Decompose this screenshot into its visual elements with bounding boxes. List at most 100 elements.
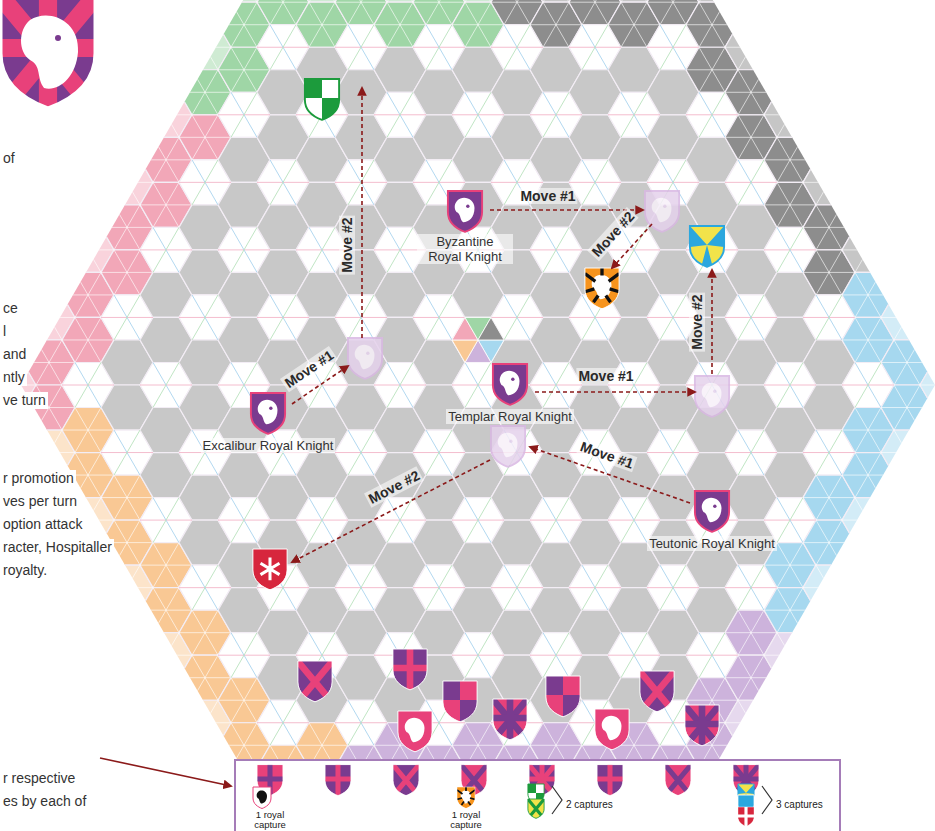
shield-piece xyxy=(348,338,382,379)
cell-triangles xyxy=(881,295,933,340)
triangle-line xyxy=(621,227,647,272)
cell-triangles xyxy=(764,137,816,182)
triangle-line xyxy=(348,565,374,610)
board-drawing xyxy=(441,679,479,725)
triangle-line xyxy=(465,92,491,137)
cell-triangles xyxy=(725,700,777,745)
cell-triangles xyxy=(62,362,114,407)
board-drawing xyxy=(695,491,729,532)
board-drawing xyxy=(527,798,545,820)
triangle-line xyxy=(153,633,179,678)
cell-triangles xyxy=(413,0,465,25)
board-drawing xyxy=(690,226,724,267)
triangle-line xyxy=(114,250,140,295)
triangle-line xyxy=(348,430,374,475)
triangle-line xyxy=(465,633,491,678)
board-drawing xyxy=(457,787,475,809)
cell-triangles xyxy=(764,362,816,407)
triangle-line xyxy=(114,160,140,205)
cell-triangles xyxy=(140,633,192,678)
triangle-line xyxy=(738,610,764,655)
cell-triangles xyxy=(803,205,855,250)
board-drawing xyxy=(585,268,619,309)
triangle-line xyxy=(777,588,803,633)
triangle-line xyxy=(270,160,296,205)
triangle-line xyxy=(153,137,179,182)
triangle-line xyxy=(231,2,257,47)
triangle-line xyxy=(309,2,335,47)
cell-triangles xyxy=(725,655,777,700)
board-drawing xyxy=(253,549,287,590)
triangle-line xyxy=(543,227,569,272)
triangle-line xyxy=(621,0,647,2)
board-drawing xyxy=(702,498,722,523)
triangle-line xyxy=(101,182,153,183)
move-arrow xyxy=(361,88,363,338)
cell-triangles xyxy=(647,430,699,475)
cell-triangles xyxy=(257,0,309,25)
capture-label: 1 royal capture xyxy=(443,810,489,830)
triangle-line xyxy=(816,430,842,475)
cell-triangles xyxy=(179,70,231,115)
triangle-line xyxy=(75,317,101,362)
cell-triangles xyxy=(842,408,894,453)
triangle-line xyxy=(179,47,231,48)
triangle-line xyxy=(894,385,920,430)
triangle-line xyxy=(543,633,569,678)
board-drawing xyxy=(596,763,625,798)
triangle-line xyxy=(933,362,935,407)
board-drawing xyxy=(493,699,527,740)
triangle-line xyxy=(75,453,101,498)
triangle-line xyxy=(504,25,530,70)
triangle-line xyxy=(738,295,764,340)
board-drawing xyxy=(500,371,520,396)
shield-piece xyxy=(253,549,287,590)
cell-triangles xyxy=(140,588,192,633)
triangle-line xyxy=(738,295,764,340)
side-text: royalty. xyxy=(3,562,49,579)
cell-triangles xyxy=(62,272,114,317)
cell-triangles xyxy=(101,160,153,205)
board-drawing xyxy=(448,191,482,232)
triangle-line xyxy=(504,295,530,340)
triangle-line xyxy=(192,565,218,610)
triangle-line xyxy=(777,498,803,543)
triangle-line xyxy=(933,362,935,407)
triangle-line xyxy=(231,0,257,2)
royal-knight: Excalibur Royal Knight xyxy=(173,390,363,454)
triangle-line xyxy=(153,543,179,588)
triangle-line xyxy=(192,70,218,115)
cell-triangles xyxy=(452,498,504,543)
triangle-line xyxy=(465,92,491,137)
board-drawing xyxy=(498,433,518,458)
board-drawing xyxy=(324,763,353,798)
triangle-line xyxy=(543,362,569,407)
triangle-line xyxy=(309,2,335,47)
cell-triangles xyxy=(179,160,231,205)
triangle-line xyxy=(387,0,413,2)
knight-name: Templar Royal Knight xyxy=(446,409,574,424)
triangle-line xyxy=(855,317,881,362)
board-cell xyxy=(842,227,894,272)
board-drawing xyxy=(392,763,421,798)
triangle-line xyxy=(387,92,413,137)
triangle-line xyxy=(153,588,179,633)
board-drawing xyxy=(457,787,475,805)
side-text: of xyxy=(3,150,17,167)
board-drawing xyxy=(695,491,729,532)
cell-triangles xyxy=(725,430,777,475)
triangle-line xyxy=(231,227,257,272)
triangle-line xyxy=(348,430,374,475)
triangle-line xyxy=(465,2,491,47)
side-text: and xyxy=(3,346,28,363)
triangle-line xyxy=(465,498,491,543)
move-label: Move #1 xyxy=(280,346,338,392)
move-label: Move #1 xyxy=(518,188,577,204)
cell-triangles xyxy=(140,92,192,137)
triangle-line xyxy=(465,362,491,407)
triangle-line xyxy=(192,610,218,655)
cell-triangles xyxy=(764,588,816,633)
board-drawing xyxy=(253,787,271,809)
triangle-line xyxy=(777,227,803,272)
shield-piece xyxy=(457,787,475,809)
